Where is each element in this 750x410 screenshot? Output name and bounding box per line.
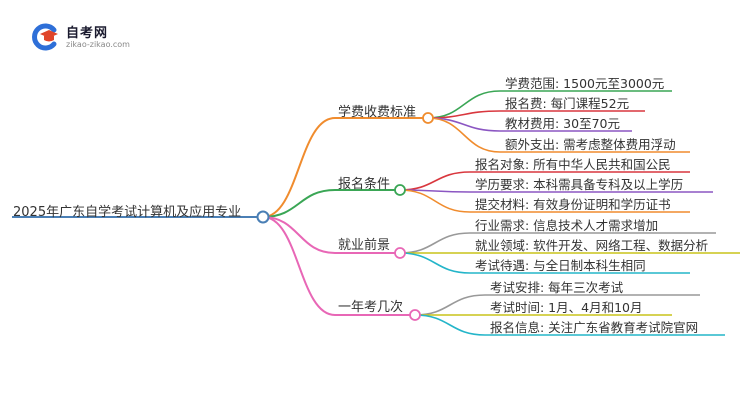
branch-label-fees: 学费收费标准: [338, 105, 417, 120]
leaf-label: 提交材料: 有效身份证明和学历证书: [475, 197, 671, 212]
leaf-connector: [414, 294, 486, 316]
leaf-connector: [399, 232, 471, 254]
leaf-label: 考试安排: 每年三次考试: [490, 280, 624, 295]
leaf-connector: [399, 252, 471, 274]
root-node: [256, 210, 270, 224]
branch-label-requirements: 报名条件: [338, 177, 391, 192]
leaf-label: 就业领域: 软件开发、网络工程、数据分析: [475, 238, 709, 253]
leaf-label: 报名费: 每门课程52元: [505, 96, 630, 111]
branch-label-exam-frequency: 一年考几次: [338, 300, 404, 315]
leaf-connector: [427, 110, 501, 119]
leaf-label: 教材费用: 30至70元: [505, 116, 620, 131]
leaf-label: 考试时间: 1月、4月和10月: [490, 300, 643, 315]
branch-node: [422, 112, 434, 124]
leaf-label: 报名信息: 关注广东省教育考试院官网: [490, 320, 699, 335]
branch-label-employment: 就业前景: [338, 238, 391, 253]
leaf-label: 学历要求: 本科需具备专科及以上学历: [475, 177, 684, 192]
leaf-label: 报名对象: 所有中华人民共和国公民: [475, 157, 671, 172]
mindmap-root-label: 2025年广东自学考试计算机及应用专业: [13, 205, 242, 220]
logo-subtitle: zikao-zikao.com: [66, 40, 130, 49]
leaf-label: 行业需求: 信息技术人才需求增加: [475, 218, 659, 233]
leaf-connector: [399, 171, 471, 191]
branch-connector: [262, 216, 336, 254]
graduation-cap-c-icon: [32, 23, 58, 51]
leaf-label: 额外支出: 需考虑整体费用浮动: [505, 137, 676, 152]
branch-connector: [262, 189, 336, 218]
leaf-connector: [414, 314, 486, 336]
branch-node: [394, 184, 406, 196]
leaf-connector: [399, 189, 471, 213]
logo-title: 自考网: [66, 26, 109, 41]
branch-node: [394, 247, 406, 259]
leaf-connector: [427, 117, 501, 153]
site-logo[interactable]: 自考网 zikao-zikao.com: [30, 20, 150, 54]
leaf-label: 学费范围: 1500元至3000元: [505, 76, 665, 91]
branch-connector: [262, 216, 336, 316]
branch-connector: [262, 117, 336, 218]
leaf-label: 考试待遇: 与全日制本科生相同: [475, 258, 646, 273]
branch-node: [409, 309, 421, 321]
